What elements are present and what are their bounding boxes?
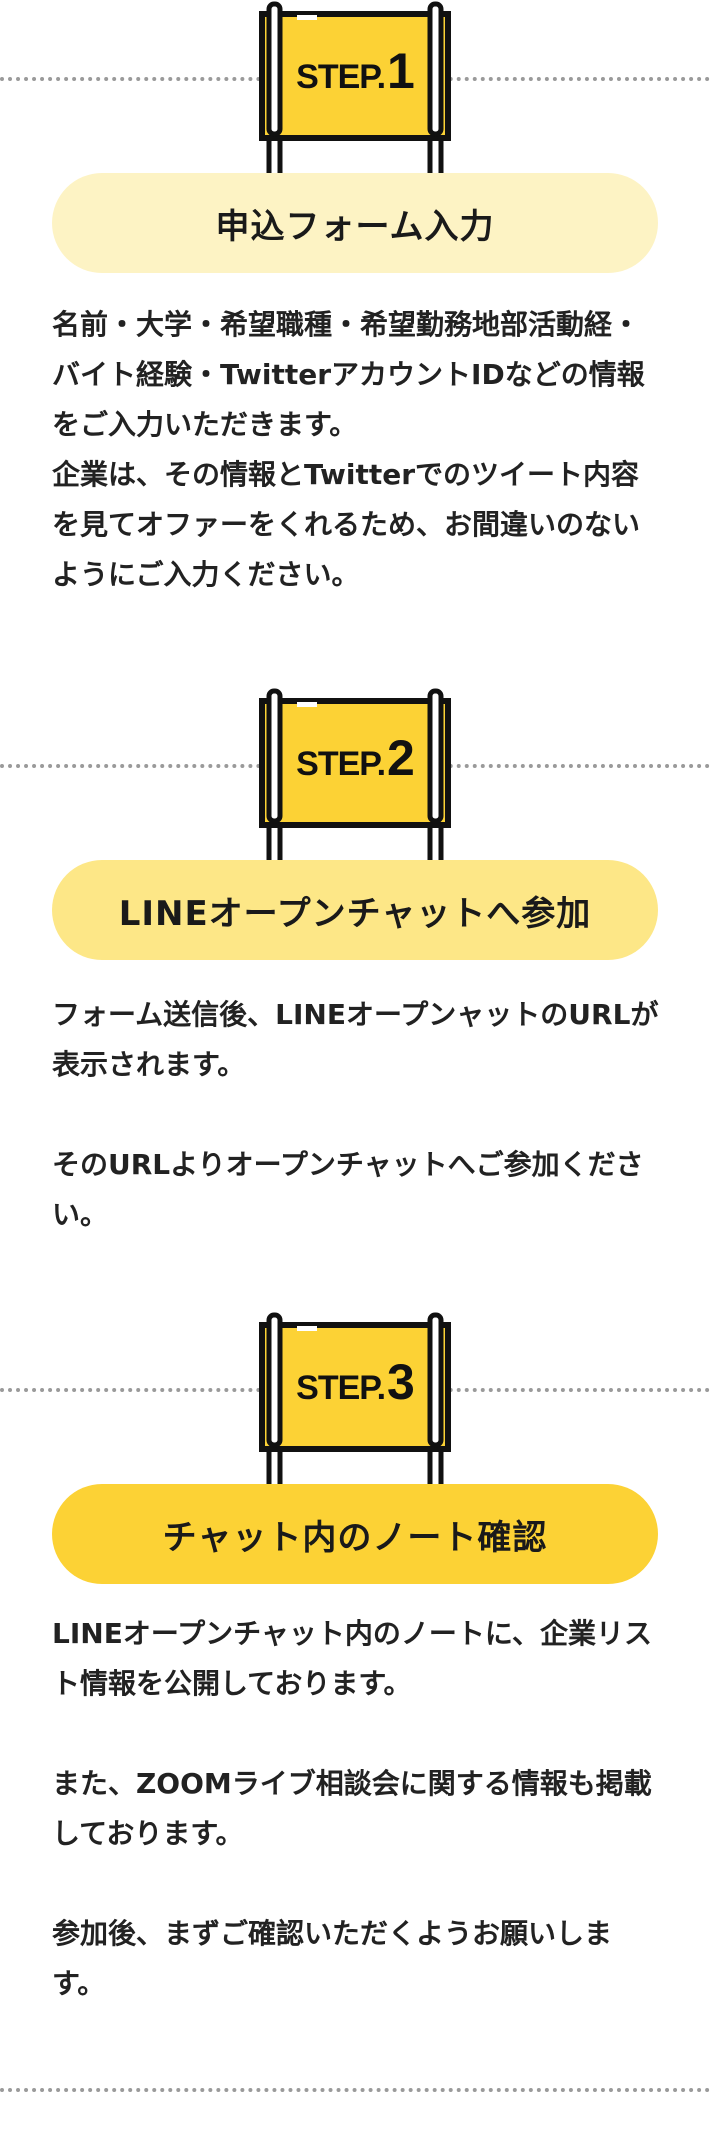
signboard-icon [259, 1, 451, 184]
step-number: 1 [387, 43, 415, 99]
paragraph-gap [52, 1709, 662, 1759]
step-3-description: LINEオープンチャット内のノートに、企業リスト情報を公開しております。 また、… [52, 1609, 662, 2009]
step-2-paragraph-1: フォーム送信後、LINEオープンャットのURLが表示されます。 [52, 998, 659, 1081]
step-3-label: STEP.3 [257, 1357, 453, 1407]
step-1-paragraph-1: 名前・大学・希望職種・希望勤務地部活動経・バイト経験・TwitterアカウントI… [52, 308, 645, 441]
step-3-paragraph-2: また、ZOOMライブ相談会に関する情報も掲載しております。 [52, 1767, 652, 1850]
step-3-paragraph-1: LINEオープンチャット内のノートに、企業リスト情報を公開しております。 [52, 1617, 653, 1700]
step-1-signboard: STEP.1 [257, 0, 453, 184]
step-2-title: LINEオープンチャットへ参加 [52, 860, 658, 960]
step-3-signboard: STEP.3 [257, 1311, 453, 1495]
step-1-paragraph-2: 企業は、その情報とTwitterでのツイート内容を見てオファーをくれるため、お間… [52, 458, 641, 591]
step-2-paragraph-2: そのURLよりオープンチャットへご参加ください。 [52, 1148, 644, 1231]
step-2-label: STEP.2 [257, 733, 453, 783]
step-3-paragraph-3: 参加後、まずご確認いただくようお願いします。 [52, 1917, 613, 2000]
step-2-signboard: STEP.2 [257, 687, 453, 871]
signboard-icon [259, 1312, 451, 1495]
paragraph-gap [52, 1859, 662, 1909]
step-2-description: フォーム送信後、LINEオープンャットのURLが表示されます。 そのURLよりオ… [52, 990, 662, 1240]
signboard-icon [259, 688, 451, 871]
step-word: STEP. [296, 745, 386, 783]
step-1-title: 申込フォーム入力 [52, 173, 658, 273]
step-1-label: STEP.1 [257, 46, 453, 96]
bottom-dotted-divider [0, 2088, 710, 2092]
step-word: STEP. [296, 58, 386, 96]
step-1-description: 名前・大学・希望職種・希望勤務地部活動経・バイト経験・TwitterアカウントI… [52, 300, 662, 600]
step-number: 2 [387, 730, 415, 786]
step-3-title: チャット内のノート確認 [52, 1484, 658, 1584]
step-number: 3 [387, 1354, 415, 1410]
step-word: STEP. [296, 1369, 386, 1407]
paragraph-gap [52, 1090, 662, 1140]
